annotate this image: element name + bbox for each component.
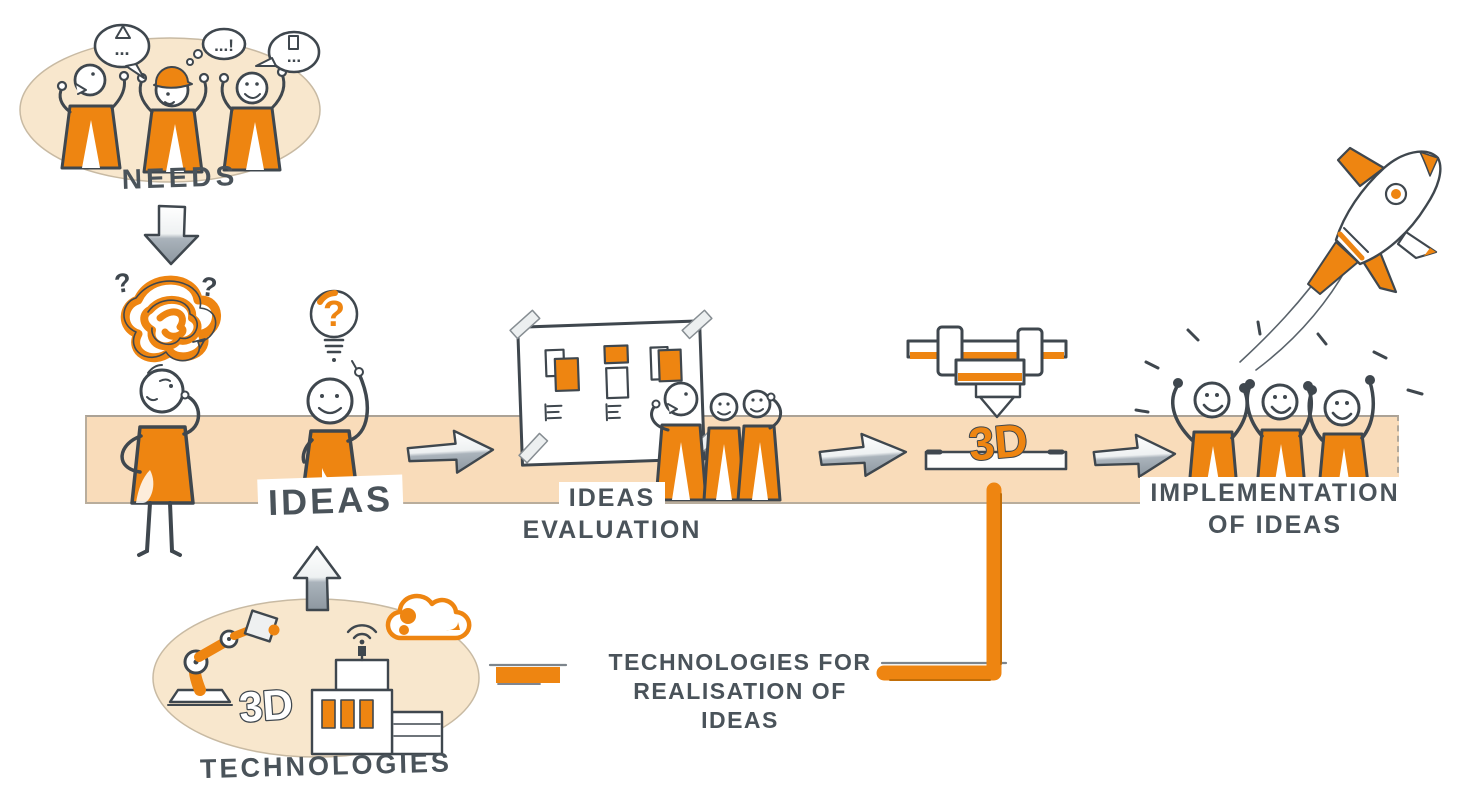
implementation-label: IMPLEMENTATION OF IDEAS [1140, 477, 1410, 542]
person-with-idea-icon: ? [301, 289, 370, 494]
person-with-cap [136, 49, 210, 174]
robot-arm-icon [167, 609, 280, 706]
up-block-arrow-icon [292, 545, 342, 612]
right-block-arrow-icon [406, 429, 495, 474]
person-talking [56, 63, 130, 170]
ideas-label-text: IDEAS [257, 474, 404, 527]
question-mark-right: ? [199, 271, 219, 303]
needs-label: NEEDS [99, 157, 260, 198]
burst-dashes [1134, 320, 1424, 414]
connector-technologies-short-bar [488, 663, 568, 685]
right-block-arrow-icon [818, 432, 908, 478]
speech-bubble-icon: ... [93, 23, 151, 79]
tangled-thoughts-icon: ? ? [112, 267, 221, 363]
technologies-label: TECHNOLOGIES [200, 747, 453, 787]
bubble1-dots: ... [114, 39, 129, 59]
connector-printer-elbow [876, 482, 1008, 681]
technologies-for-line2: REALISATION OF IDEAS [633, 677, 847, 733]
technologies-scene: 3D [152, 593, 480, 758]
technologies-for-line1: TECHNOLOGIES FOR [608, 649, 872, 675]
technologies-for-realisation-label: TECHNOLOGIES FOR REALISATION OF IDEAS [600, 648, 880, 734]
bulb-question-mark: ? [323, 293, 345, 334]
wifi-icon [346, 624, 378, 645]
cloud-icon [385, 593, 472, 641]
down-block-arrow-icon [143, 204, 200, 266]
technologies-3d-label: 3D [238, 680, 295, 731]
right-block-arrow-icon [1092, 433, 1177, 478]
ideas-evaluation-label: IDEAS EVALUATION [512, 482, 712, 547]
evaluation-people [650, 381, 783, 502]
speech-bubble-icon: ... [255, 30, 321, 74]
ideas-evaluation-line2: EVALUATION [522, 516, 702, 545]
printer-3d-label: 3D [967, 414, 1030, 471]
technologies-label-text: TECHNOLOGIES [199, 747, 453, 785]
thought-bubble-icon: ...! [201, 27, 247, 61]
implementation-line2: OF IDEAS [1207, 511, 1343, 540]
bubble3-dots: ... [287, 47, 301, 66]
needs-scene: ... ...! ... [19, 23, 321, 183]
ideas-label: IDEAS [257, 474, 404, 527]
confused-person-icon [120, 364, 201, 557]
sticky-note-board-icon [509, 309, 719, 467]
bubble2-text: ...! [214, 36, 234, 55]
person-cheering [218, 66, 288, 172]
factory-building-icon [310, 624, 444, 756]
3d-printer-icon: 3D [906, 325, 1068, 471]
lightbulb-icon: ? [309, 289, 359, 362]
ideas-evaluation-line1: IDEAS [558, 482, 666, 516]
question-mark-left: ? [112, 267, 133, 299]
rocket-icon [1239, 146, 1442, 371]
implementation-line1: IMPLEMENTATION [1140, 477, 1410, 511]
needs-label-text: NEEDS [121, 159, 239, 196]
celebration-scene [1134, 146, 1442, 502]
